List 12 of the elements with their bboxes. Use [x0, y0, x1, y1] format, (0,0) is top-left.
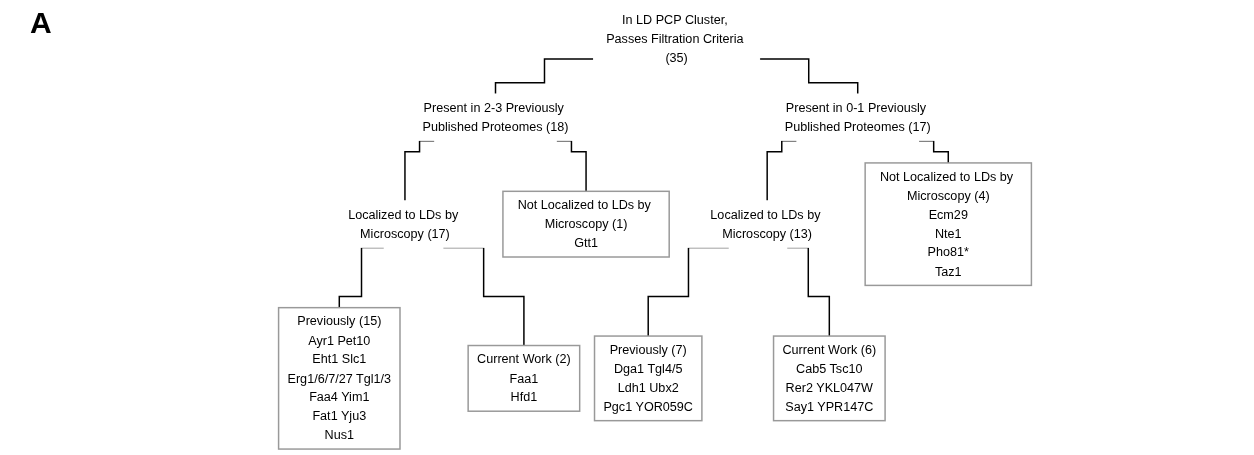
node-text: Present in 2-3 Previously Published Proteomes (18) [422, 100, 569, 134]
node-text: In LD PCP Cluster, Passes Filtration Criteria (35) [606, 12, 744, 65]
node-box: Not Localized to LDs by Microscopy (4) Ecm29 Nte1 Pho81* Taz1 [864, 162, 1033, 287]
node-box: Previously (15) Ayr1 Pet10 Eht1 Slc1 Erg1/6/7/27 Tgl1/3 Faa4 Yim1 Fat1 Yju3 Nus1 [277, 306, 401, 450]
node-box: Current Work (6) Cab5 Tsc10 Rer2 YKL047W Say1 YPR147C [772, 335, 886, 422]
node-text: Present in 0-1 Previously Published Proteomes (17) [784, 100, 931, 134]
node-box: Current Work (2) Faa1 Hfd1 [467, 344, 581, 412]
node-box: Not Localized to LDs by Microscopy (1) Gtt1 [502, 190, 670, 258]
connector [759, 58, 859, 95]
node-box: Previously (7) Dga1 Tgl4/5 Ldh1 Ubx2 Pgc1 YOR059C [593, 335, 703, 422]
connector [494, 58, 595, 95]
panel-letter: A [30, 6, 52, 40]
